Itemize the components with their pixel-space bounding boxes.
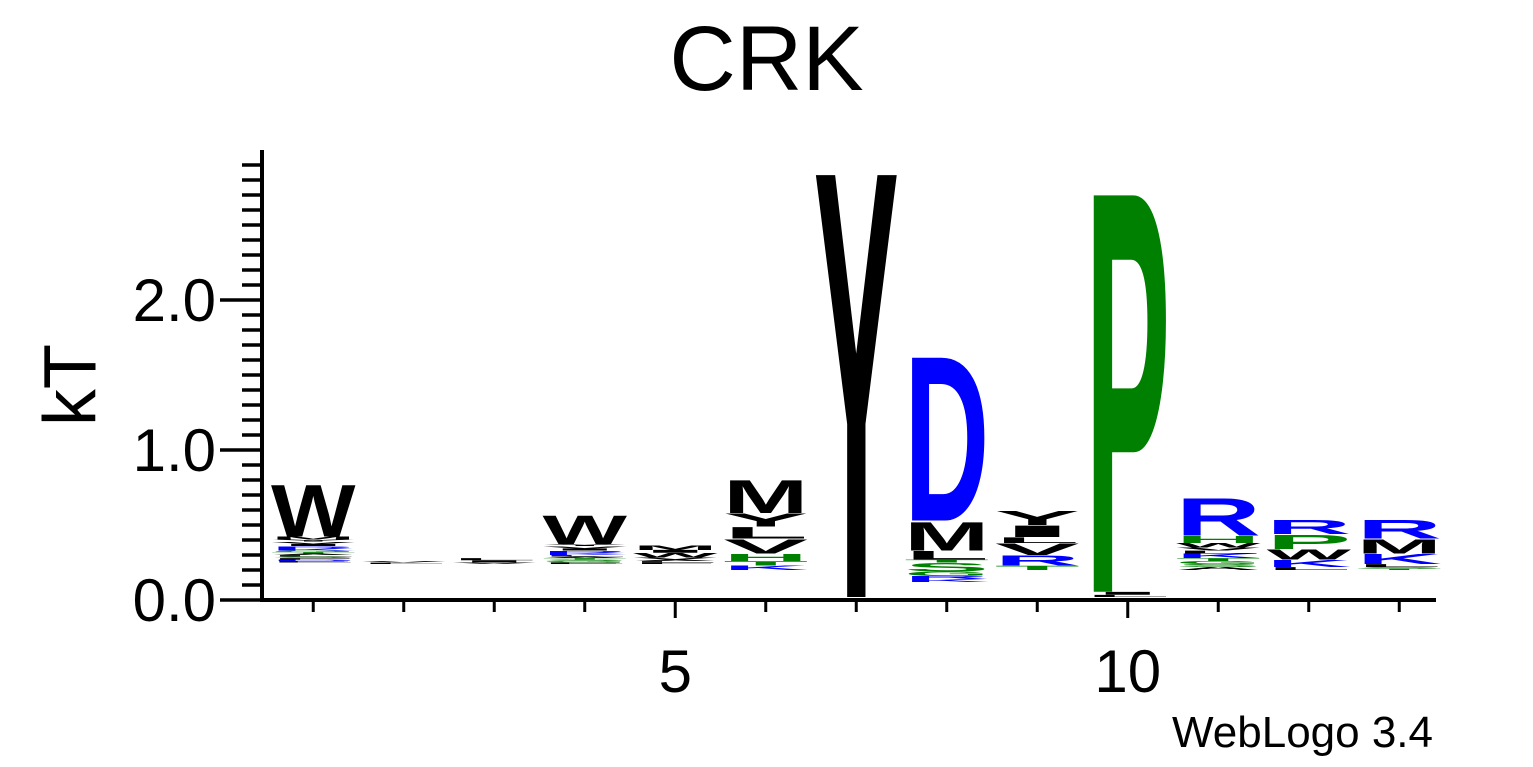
logo-letter-m: M <box>904 514 989 559</box>
logo-letter-w: W <box>542 507 627 553</box>
logo-letter-s: S <box>271 556 356 558</box>
logo-letter-g: G <box>542 561 627 563</box>
logo-letter-l: L <box>1357 563 1442 568</box>
logo-letter-r: R <box>542 550 627 553</box>
logo-letter-f: F <box>271 558 356 560</box>
logo-letter-p: P <box>1266 531 1351 554</box>
logo-letter-a: A <box>633 559 718 561</box>
y-tick-label: 1.0 <box>133 417 216 484</box>
x-tick-label: 5 <box>659 638 692 705</box>
logo-letter-l: L <box>633 561 718 563</box>
logo-letter-v: V <box>452 562 537 564</box>
logo-letter-t: T <box>271 552 356 554</box>
logo-letter-a: A <box>271 553 356 555</box>
logo-letter-l: L <box>995 536 1080 545</box>
logo-letter-s: S <box>904 560 989 574</box>
logo-letter-l: L <box>361 562 446 564</box>
logo-letter-i: I <box>633 549 718 554</box>
logo-letter-g: G <box>904 571 989 578</box>
logo-letter-i: I <box>271 543 356 546</box>
logo-letter-k: K <box>904 578 989 583</box>
logo-letter-i: I <box>542 548 627 551</box>
logo-letter-s: S <box>1176 563 1261 568</box>
logo-letter-y: Y <box>271 539 356 542</box>
logo-letter-y: Y <box>723 510 808 531</box>
logo-letter-a: A <box>1176 566 1261 571</box>
logo-letter-s: S <box>542 559 627 561</box>
logo-letter-k: K <box>1357 551 1442 567</box>
logo-letter-t: T <box>542 558 627 560</box>
logo-letter-r: R <box>1266 515 1351 538</box>
logo-letter-v: V <box>723 535 808 558</box>
logo-letter-m: M <box>1357 535 1442 558</box>
logo-letter-l: L <box>1176 550 1261 555</box>
logo-letter-v: V <box>1176 547 1261 552</box>
logo-letter-e: E <box>542 562 627 564</box>
logo-letter-f: F <box>633 562 718 564</box>
logo-letter-d: D <box>904 307 989 572</box>
logo-letter-l: L <box>904 548 989 562</box>
logo-letter-s: S <box>1357 567 1442 569</box>
logo-letter-m: M <box>633 544 718 551</box>
logo-letter-r: R <box>995 552 1080 568</box>
logo-letter-k: K <box>542 552 627 555</box>
logo-letter-t: T <box>995 564 1080 571</box>
logo-letter-h: H <box>723 552 808 564</box>
logo-letter-v: V <box>633 557 718 560</box>
logo-letter-a: A <box>542 556 627 558</box>
logo-letters: EDFSLATGKRIVYMWLVVILEGSTALKRIVYWFLAVWIMK… <box>271 42 1442 727</box>
logo-letter-g: G <box>271 550 356 552</box>
logo-letter-t: T <box>723 560 808 567</box>
logo-letter-l: L <box>271 555 356 557</box>
logo-letter-i: I <box>995 522 1080 540</box>
weblogo-credit: WebLogo 3.4 <box>1172 708 1433 757</box>
logo-letter-y: Y <box>995 507 1080 530</box>
logo-letter-y: Y <box>542 543 627 546</box>
logo-letter-k: K <box>723 564 808 571</box>
logo-letter-d: D <box>271 559 356 561</box>
logo-letter-e: E <box>271 561 356 563</box>
logo-letter-w: W <box>1176 542 1261 549</box>
logo-letter-y: Y <box>814 42 899 727</box>
logo-letter-k: K <box>271 548 356 551</box>
logo-letter-w: W <box>271 470 356 552</box>
logo-letter-r: R <box>271 545 356 548</box>
logo-letter-i: I <box>1085 591 1170 596</box>
logo-letter-t: T <box>904 559 989 564</box>
logo-letter-v: V <box>271 541 356 544</box>
logo-letter-h: H <box>1176 534 1261 546</box>
logo-letter-v: V <box>361 561 446 563</box>
chart-title: CRK <box>669 8 864 110</box>
logo-letter-m: M <box>271 536 356 541</box>
y-tick-label: 2.0 <box>133 267 216 334</box>
logo-letter-k: K <box>1266 558 1351 570</box>
logo-letter-g: G <box>1176 560 1261 565</box>
logo-letter-l: L <box>452 557 537 560</box>
logo-letter-r: R <box>1357 515 1442 545</box>
logo-letter-l: L <box>542 555 627 557</box>
logo-letter-m: M <box>723 470 808 523</box>
x-tick-label: 10 <box>1094 638 1161 705</box>
logo-letter-l: L <box>723 524 808 542</box>
logo-letter-i: I <box>452 560 537 563</box>
logo-letter-t: T <box>1357 568 1442 570</box>
logo-letter-w: W <box>1266 546 1351 562</box>
logo-letter-p: P <box>1085 71 1170 714</box>
y-tick-label: 0.0 <box>133 567 216 634</box>
logo-letter-t: T <box>1176 557 1261 562</box>
logo-letter-k: K <box>1176 552 1261 559</box>
logo-letter-v: V <box>995 540 1080 558</box>
logo-letter-r: R <box>1176 488 1261 548</box>
logo-letter-r: R <box>904 575 989 580</box>
logo-letter-v: V <box>542 546 627 549</box>
axes: 0.0 1.0 2.0 5 10 <box>133 150 1436 705</box>
logo-letter-l: L <box>1266 566 1351 571</box>
logo-letter-w: W <box>633 552 718 559</box>
logo-letter-l: L <box>1085 594 1170 597</box>
